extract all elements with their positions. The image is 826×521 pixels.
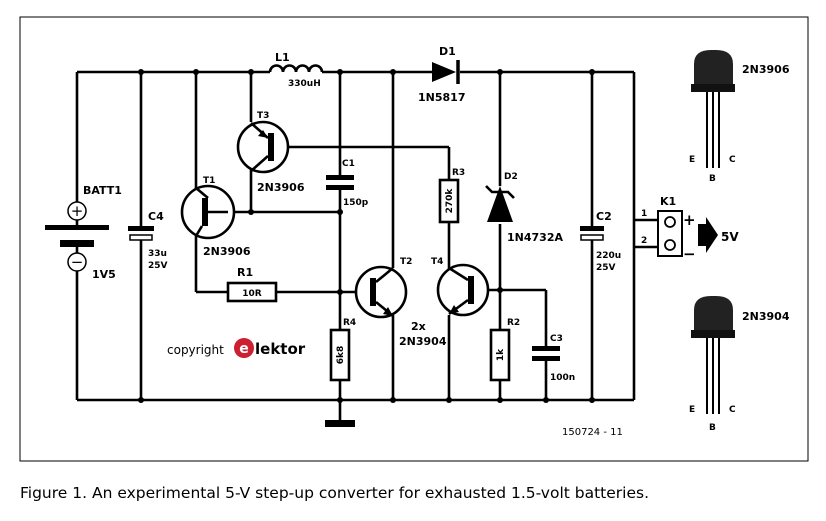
pinout-2n3904-part: 2N3904 <box>742 310 790 323</box>
resistor-r1: 10R R1 <box>226 266 278 303</box>
pinout-2n3904: 2N3904 E B C <box>689 296 790 433</box>
elektor-logo-text: lektor <box>255 340 306 358</box>
t2-ref: T2 <box>400 257 412 267</box>
pinout-2n3906-pin-e: E <box>689 155 695 165</box>
resistor-r2: 1k R2 <box>489 318 520 382</box>
c4-value: 33u <box>148 249 167 259</box>
t3-ref: T3 <box>257 111 269 121</box>
k1-plus: + <box>683 211 696 229</box>
transistor-t4: T4 <box>431 257 490 317</box>
t1-value: 2N3906 <box>203 245 251 258</box>
c4-ref: C4 <box>148 210 164 223</box>
transistor-t2: T2 <box>354 257 412 319</box>
transistor-t1: T1 2N3906 <box>180 176 251 258</box>
k1-pin1: 1 <box>641 209 647 219</box>
resistor-r3: 270k R3 <box>438 168 465 224</box>
pinout-2n3904-pin-b: B <box>709 423 716 433</box>
connector-k1: K1 1 2 + − 5V <box>641 195 739 263</box>
pinout-2n3906-part: 2N3906 <box>742 63 790 76</box>
capacitor-c1: C1 150p <box>326 159 369 208</box>
elektor-logo-letter: e <box>239 341 249 357</box>
figure-number: 150724 - 11 <box>562 427 623 438</box>
wiring <box>75 70 658 420</box>
c4-voltage: 25V <box>148 261 168 271</box>
t2-t4-count: 2x <box>411 320 426 333</box>
r4-value: 6k8 <box>336 346 346 365</box>
figure-caption: Figure 1. An experimental 5-V step-up co… <box>20 484 650 502</box>
l1-ref: L1 <box>275 51 290 64</box>
r3-value: 270k <box>445 188 455 214</box>
pinout-2n3906: 2N3906 E B C <box>689 50 790 184</box>
ground-symbol <box>325 420 355 427</box>
k1-output: 5V <box>721 230 739 244</box>
d1-ref: D1 <box>439 45 456 58</box>
d2-ref: D2 <box>504 172 518 182</box>
r2-ref: R2 <box>507 318 520 328</box>
inductor-l1: L1 330uH <box>268 51 324 89</box>
batt1-value: 1V5 <box>92 268 116 281</box>
k1-pin2: 2 <box>641 236 647 246</box>
t3-value: 2N3906 <box>257 181 305 194</box>
r4-ref: R4 <box>343 318 356 328</box>
batt-plus-sign: + <box>71 202 84 220</box>
junction-dots <box>138 69 595 403</box>
t2-t4-value: 2N3904 <box>399 335 447 348</box>
t1-ref: T1 <box>203 176 215 186</box>
figure-frame <box>19 16 809 462</box>
r2-value: 1k <box>496 348 506 361</box>
pinout-2n3906-pin-b: B <box>709 174 716 184</box>
c1-ref: C1 <box>342 159 355 169</box>
pinout-2n3904-pin-c: C <box>729 405 736 415</box>
pinout-2n3904-pin-e: E <box>689 405 695 415</box>
copyright-prefix: copyright <box>167 343 224 357</box>
diode-d1: D1 1N5817 <box>418 45 465 104</box>
batt-minus-sign: − <box>71 253 84 271</box>
pinout-2n3906-pin-c: C <box>729 155 736 165</box>
d1-value: 1N5817 <box>418 91 465 104</box>
k1-minus: − <box>683 245 696 263</box>
k1-ref: K1 <box>660 195 676 208</box>
output-arrow-icon <box>698 217 718 253</box>
capacitor-c2: C2 220u 25V <box>580 210 621 273</box>
elektor-logo-icon <box>234 338 254 358</box>
capacitor-c3: C3 100n <box>532 334 575 383</box>
c3-ref: C3 <box>550 334 563 344</box>
r3-ref: R3 <box>452 168 465 178</box>
c3-value: 100n <box>550 373 575 383</box>
t4-ref: T4 <box>431 257 443 267</box>
c2-value: 220u <box>596 251 621 261</box>
c2-ref: C2 <box>596 210 612 223</box>
copyright-mark: copyright e lektor <box>167 338 306 358</box>
r1-value: 10R <box>242 289 262 299</box>
l1-value: 330uH <box>288 79 321 89</box>
transistor-t3: T3 2N3906 <box>236 111 305 194</box>
c1-value: 150p <box>343 198 369 208</box>
battery-batt1: + − BATT1 1V5 <box>45 184 122 281</box>
batt1-ref: BATT1 <box>83 184 122 197</box>
d2-value: 1N4732A <box>507 231 563 244</box>
capacitor-c4: C4 33u 25V <box>128 210 168 271</box>
zener-d2: D2 1N4732A <box>485 172 563 244</box>
resistor-r4: 6k8 R4 <box>329 318 356 382</box>
r1-ref: R1 <box>237 266 253 279</box>
c2-voltage: 25V <box>596 263 616 273</box>
